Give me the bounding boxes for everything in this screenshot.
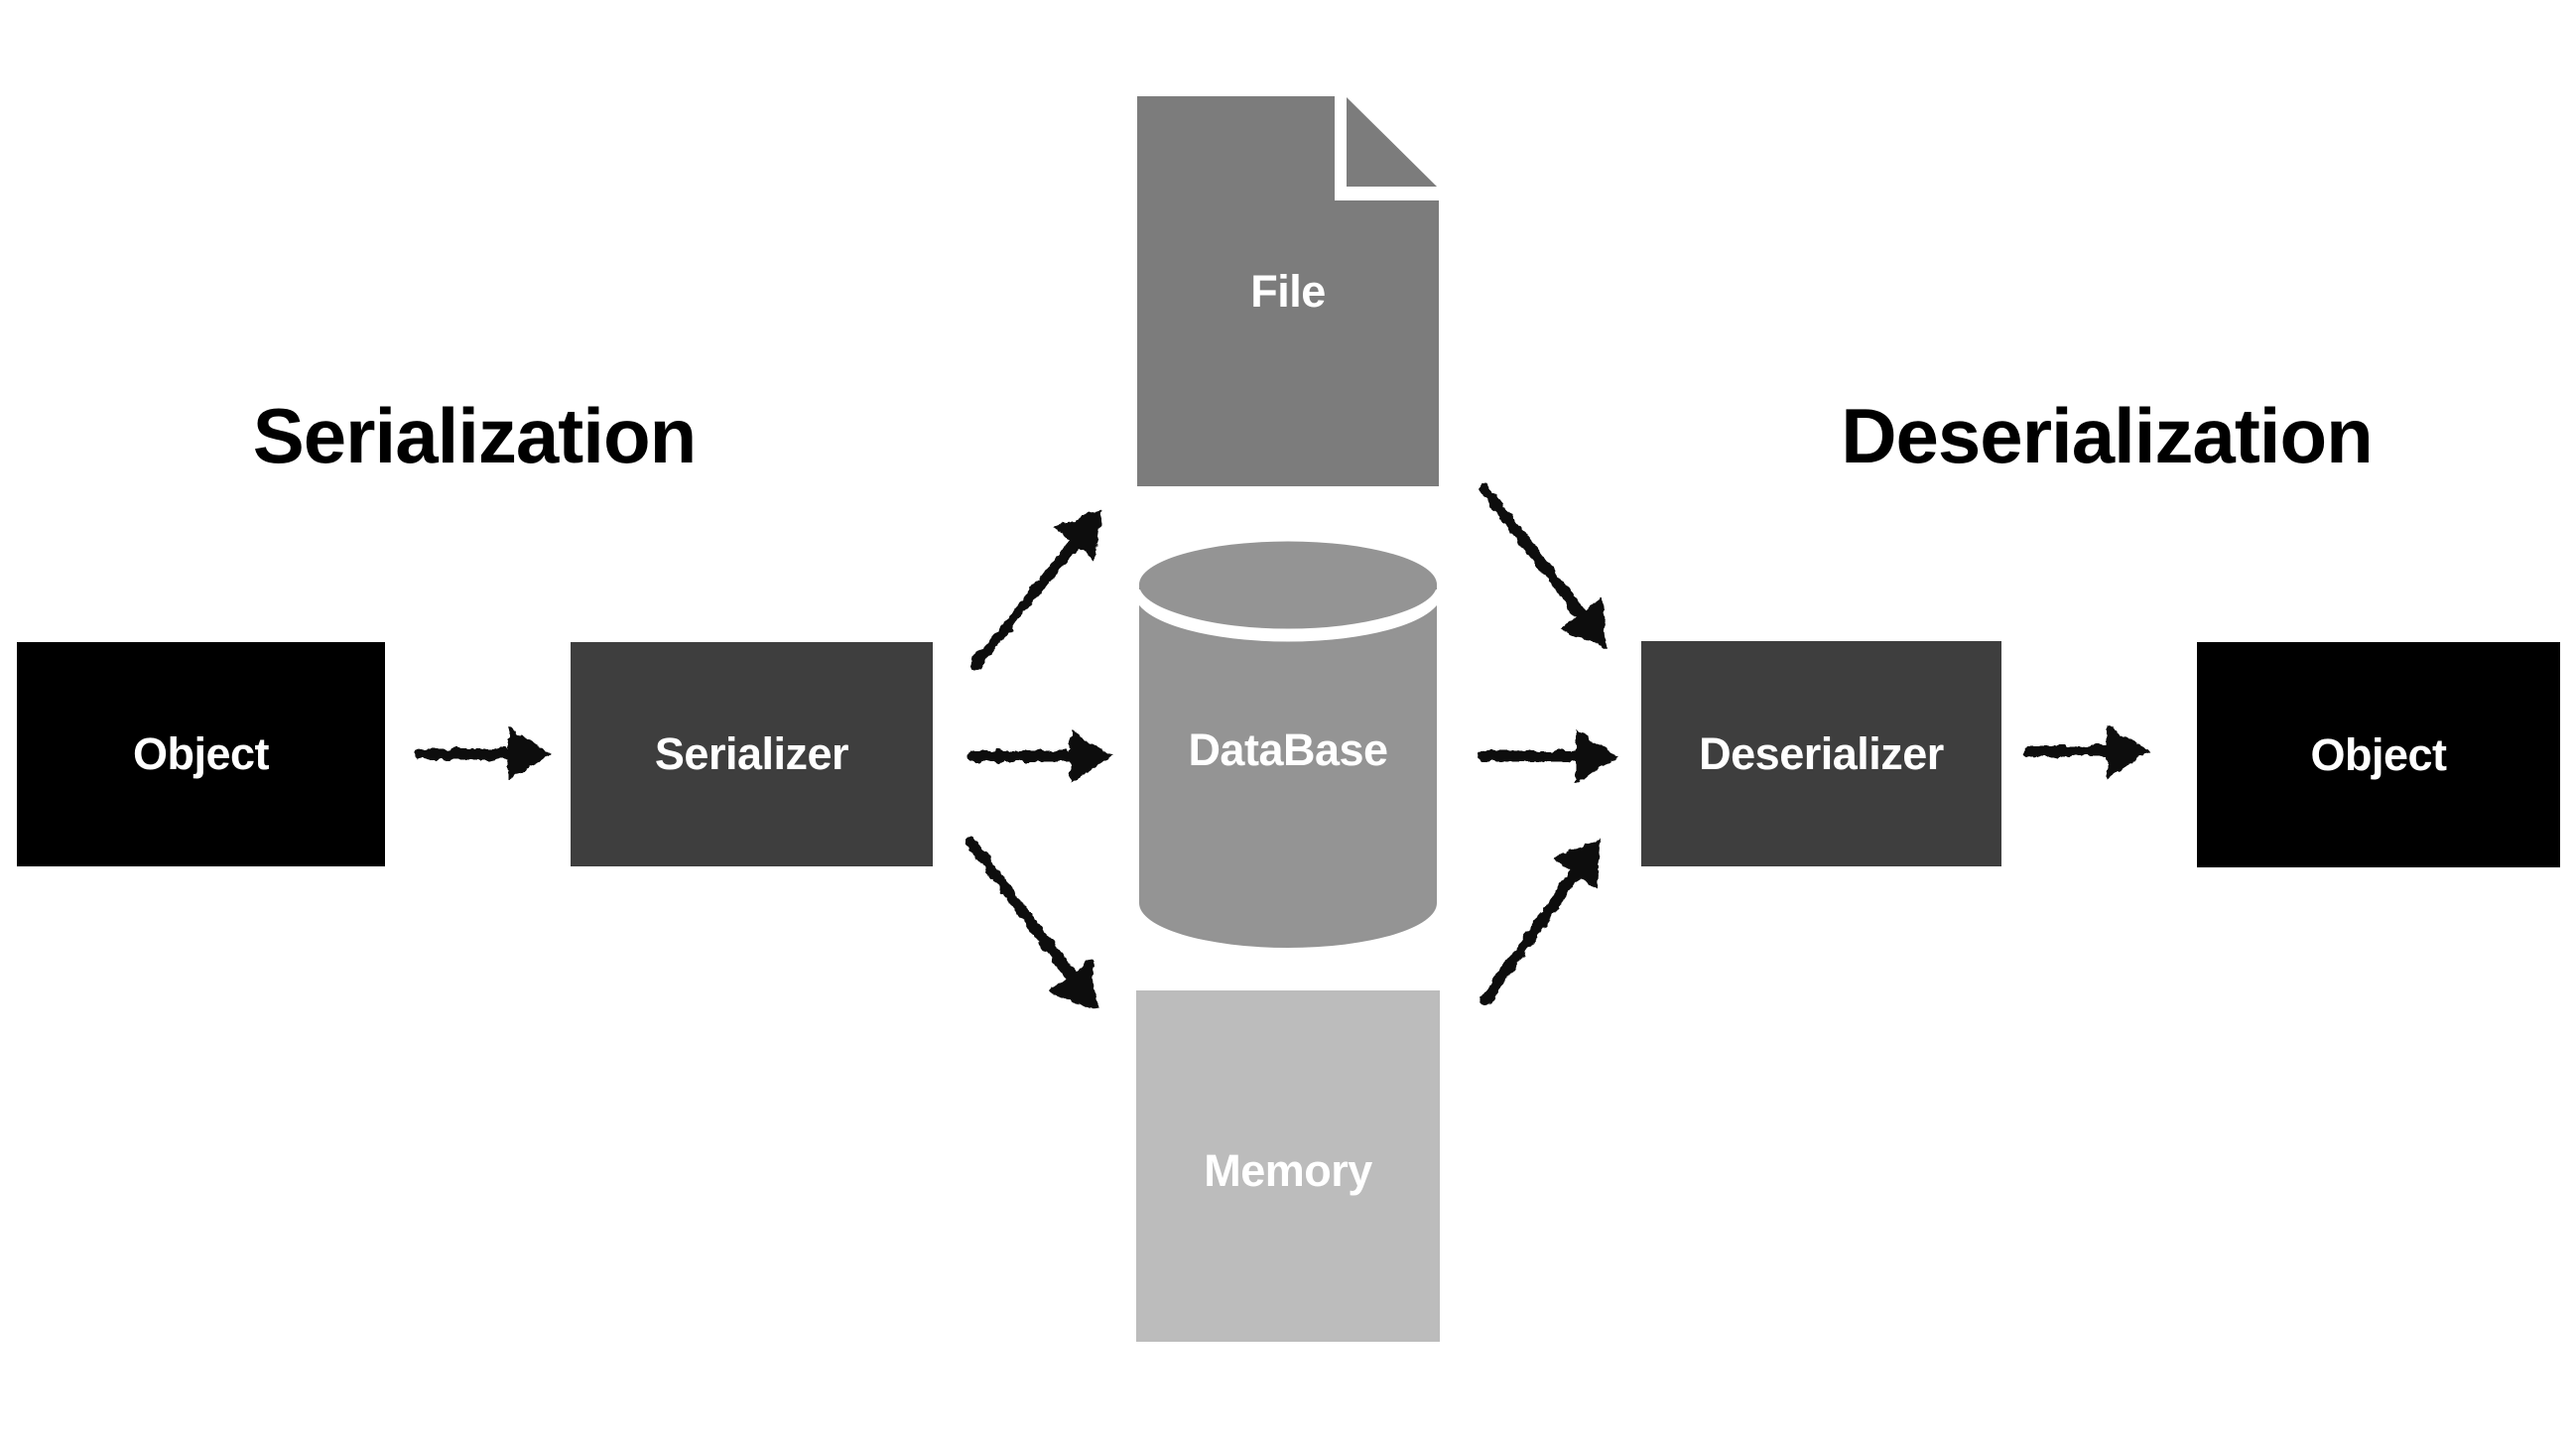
arrows-layer [414,482,2150,1010]
memory-label: Memory [1204,1145,1372,1196]
serializer-label: Serializer [654,728,849,779]
object-source-label: Object [132,728,270,779]
arrow-object_left-to-serializer [414,727,552,781]
arrow-serializer-to-database [966,729,1113,783]
database-label: DataBase [1188,724,1388,775]
object-result-box: Object [2197,642,2560,867]
file-icon-body [1137,96,1439,486]
object-source-box: Object [17,642,385,866]
database-icon-band [1132,589,1444,642]
serialization-heading: Serialization [252,392,697,479]
file-icon-fold [1347,97,1437,187]
arrow-deserializer-to-object_right [2021,724,2150,778]
arrow-database-to-deserializer [1478,729,1619,783]
deserializer-box: Deserializer [1641,641,2001,866]
arrow-memory-to-deserializer [1480,839,1601,1005]
object-result-label: Object [2310,728,2447,780]
arrow-serializer-to-memory [965,836,1096,1010]
file-label: File [1250,266,1326,317]
deserialization-heading: Deserialization [1841,392,2374,479]
serializer-box: Serializer [571,642,933,866]
arrow-serializer-to-file [969,510,1101,671]
memory-box [1136,990,1440,1342]
arrow-file-to-deserializer [1478,482,1608,648]
database-icon-body [1139,543,1437,948]
deserializer-label: Deserializer [1699,727,1944,779]
database-icon-top [1139,541,1437,628]
